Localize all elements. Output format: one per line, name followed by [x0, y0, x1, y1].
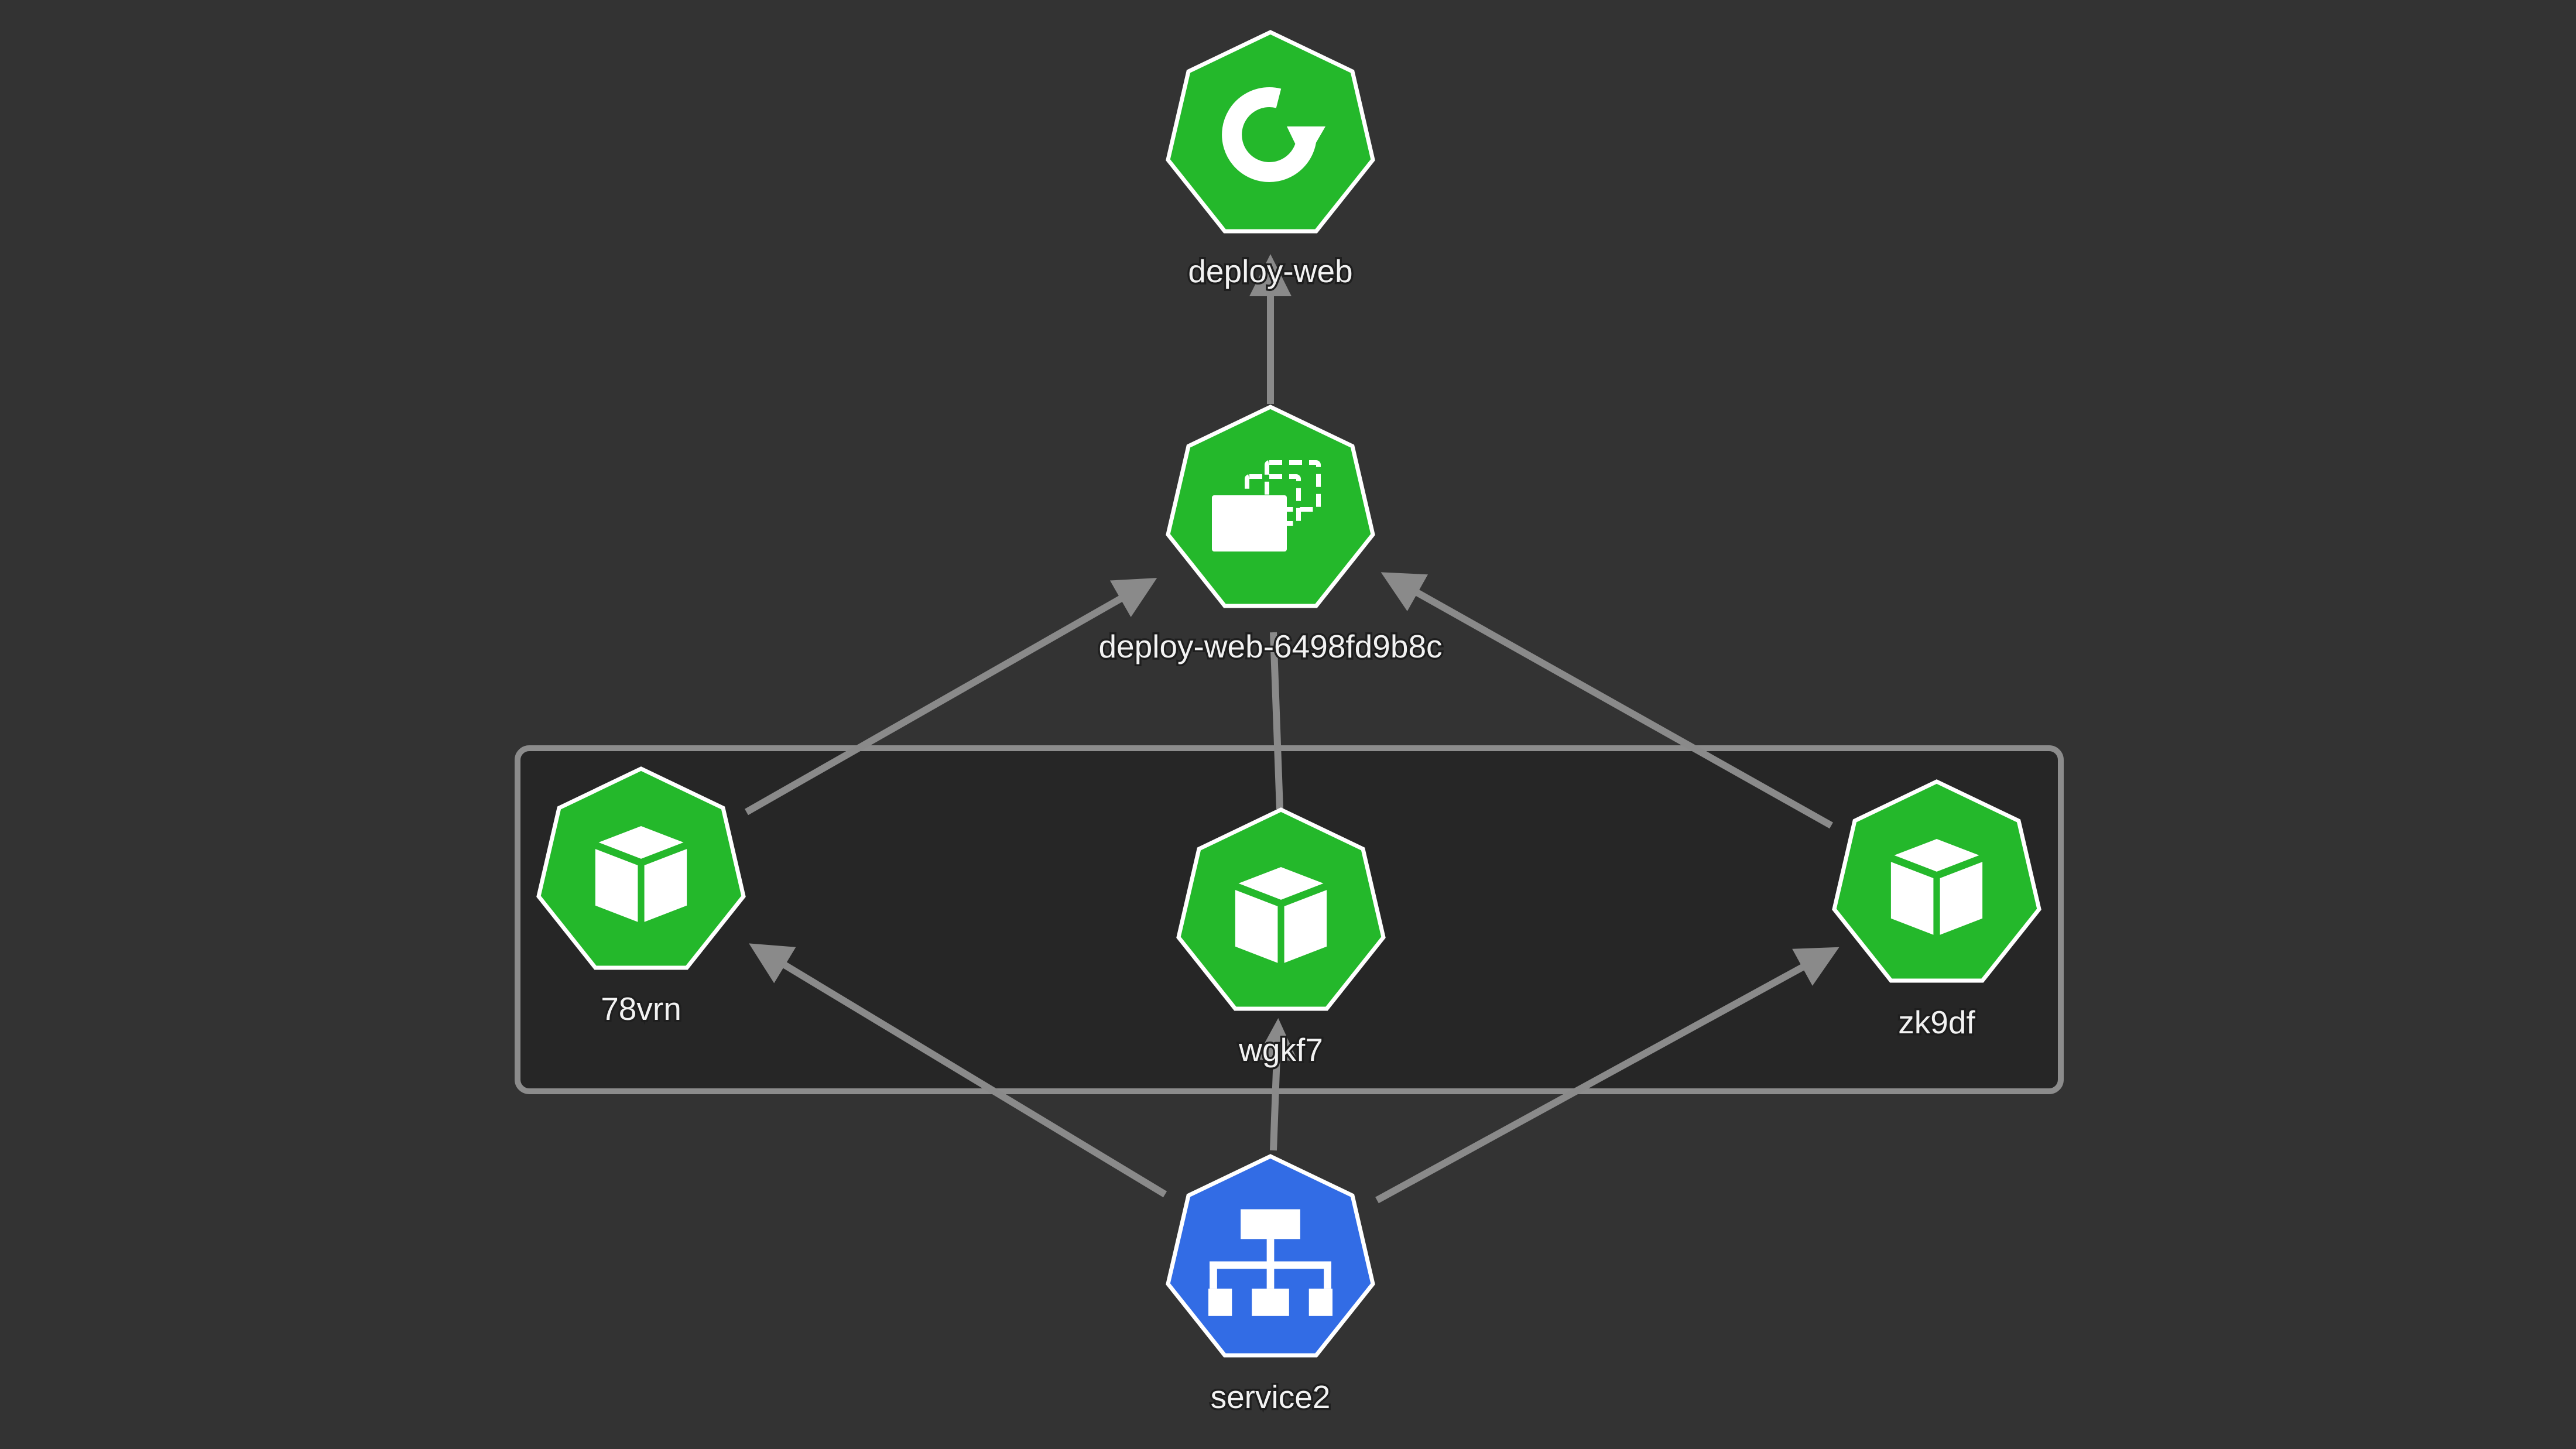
edges-layer [745, 254, 1839, 1204]
node-label-replicaset: deploy-web-6498fd9b8c [1098, 628, 1442, 664]
deployment-hexagon [1166, 30, 1375, 234]
node-pod-zk9df[interactable]: zk9df [1832, 779, 2041, 1043]
node-label-deploy-web: deploy-web [1188, 253, 1352, 289]
edge-pod-zk9df-to-replicaset [1381, 572, 1833, 829]
pod-hexagon [536, 766, 746, 970]
node-label-pod-wgkf7: wgkf7 [1238, 1032, 1323, 1068]
edge-service-to-pod-wgkf7 [1255, 1018, 1298, 1151]
node-pod-wgkf7[interactable]: wgkf7 [1176, 807, 1386, 1070]
pod-hexagon [1176, 807, 1386, 1011]
node-deploy-web[interactable]: deploy-web [1166, 30, 1375, 292]
node-service2[interactable]: service2 [1166, 1154, 1375, 1417]
edge-pod-wgkf7-to-replicaset [1270, 632, 1283, 810]
node-pod-78vrn[interactable]: 78vrn [536, 766, 746, 1029]
node-label-pod-zk9df: zk9df [1898, 1004, 1975, 1040]
pod-hexagon [1832, 779, 2041, 983]
node-label-pod-78vrn: 78vrn [601, 991, 681, 1027]
node-label-service2: service2 [1211, 1379, 1331, 1415]
edge-pod-78vrn-to-replicaset [745, 578, 1157, 816]
edge-service-to-pod-78vrn [749, 943, 1167, 1198]
edge-service-to-pod-zk9df [1375, 947, 1839, 1204]
node-replicaset[interactable]: deploy-web-6498fd9b8c [1097, 405, 1444, 667]
